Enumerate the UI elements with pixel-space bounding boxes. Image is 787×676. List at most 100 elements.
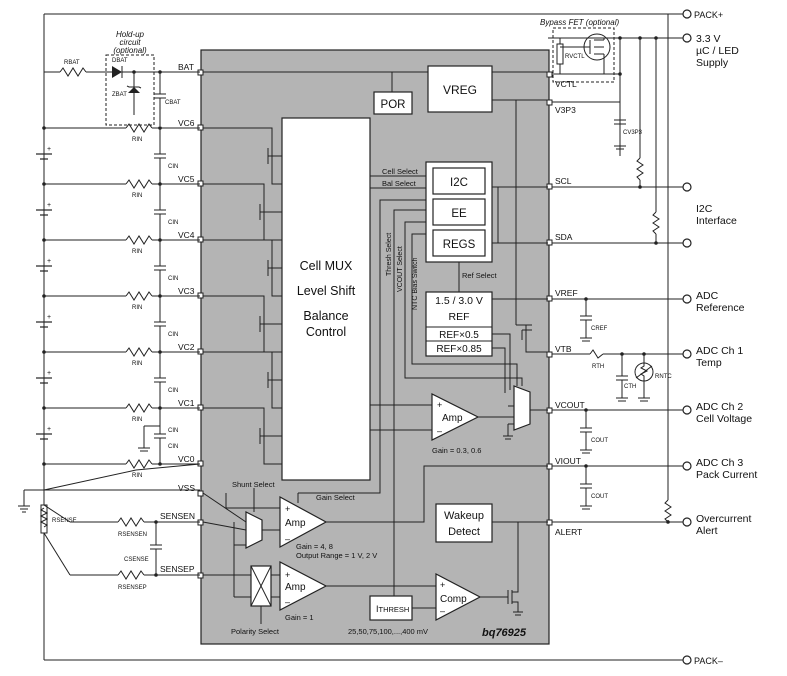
balance-wire: [271, 164, 282, 185]
pin-v3p3: V3P3: [555, 105, 576, 115]
cell-plus: +: [47, 370, 51, 377]
tap-node: [42, 294, 46, 298]
sense-network: [43, 463, 201, 580]
part-number: bq76925: [482, 627, 527, 639]
pin-vc0: VC0: [178, 454, 195, 464]
vcout-select-label: VCOUT Select: [397, 246, 404, 292]
hold-up-title-1: Hold-up: [116, 30, 145, 39]
bypass-fet: [548, 27, 668, 83]
i2c-block: [432, 167, 486, 195]
adc-ch2-line-2: Cell Voltage: [696, 413, 752, 425]
current-amp-minus: –: [285, 534, 290, 544]
comp-plus: +: [440, 580, 445, 590]
ithresh-values: 25,50,75,100,...,400 mV: [348, 627, 428, 636]
pin-vref: VREF: [555, 288, 578, 298]
balance-wire: [203, 239, 273, 260]
pin-alert: ALERT: [555, 527, 582, 537]
cell-voltage-amp: [370, 385, 548, 441]
ithresh-i: I: [376, 604, 379, 614]
rin-resistor: [125, 235, 153, 245]
hold-up-title-3: (optional): [113, 46, 147, 55]
ref-scaled: REF×0.85: [436, 344, 482, 355]
balance-wire: [203, 295, 265, 316]
cth-label: CTH: [624, 384, 636, 390]
sense-amp: [203, 522, 436, 624]
left-pins: [197, 69, 204, 579]
comparator: [393, 521, 548, 621]
adc-ref-line-1: ADC: [696, 290, 719, 302]
adc-ch3-line-1: ADC Ch 3: [696, 457, 743, 469]
cref-label: CREF: [591, 326, 608, 332]
balance-wire: [203, 407, 265, 428]
tap-node: [42, 350, 46, 354]
amp-plus: +: [437, 400, 442, 410]
bypass-title: Bypass FET (optional): [540, 18, 619, 27]
pin-sda: SDA: [555, 232, 573, 242]
adc-ref-line-2: Reference: [696, 302, 745, 314]
cin-label: CIN: [168, 388, 178, 394]
rin-resistor: [125, 347, 153, 357]
sense-amp-plus: +: [285, 570, 290, 580]
current-amp-plus: +: [285, 504, 290, 514]
rin-label: RIN: [132, 473, 142, 479]
ref-select-label: Ref Select: [462, 271, 498, 280]
polarity-label: Polarity Select: [231, 627, 280, 636]
pin-vc2: VC2: [178, 342, 195, 352]
pin-sensep: SENSEP: [160, 564, 195, 574]
pin-bat: BAT: [178, 62, 194, 72]
ntc-bias-label: NTC Bias Switch: [412, 257, 419, 310]
pin-vc3: VC3: [178, 286, 195, 296]
rin-resistor: [125, 123, 153, 133]
current-amp: [202, 465, 548, 549]
tap-node: [42, 126, 46, 130]
dbat-label: DBAT: [112, 58, 128, 64]
pin-vctl: VCTL: [555, 79, 577, 89]
current-gain-1: Gain = 4, 8: [296, 542, 333, 551]
ref-voltage: 1.5 / 3.0 V: [435, 295, 483, 307]
cell-stack: ++++++: [36, 72, 52, 660]
rin-label: RIN: [132, 193, 142, 199]
current-gain-2: Output Range = 1 V, 2 V: [296, 551, 377, 560]
balance-wire: [203, 351, 273, 372]
cell-mux-block: [281, 117, 371, 481]
cout-label-1: COUT: [591, 438, 608, 444]
balance-fets: [203, 127, 282, 465]
control-buses: [298, 175, 548, 584]
i2c-line-2: Interface: [696, 215, 737, 227]
tap-node: [42, 462, 46, 466]
adc-ch3-line-2: Pack Current: [696, 469, 757, 481]
mux-line-4: Control: [306, 325, 346, 339]
gain-select-label: Gain Select: [316, 493, 356, 502]
por-label: POR: [381, 99, 406, 111]
comp-minus: –: [440, 606, 445, 616]
sense-amp-minus: –: [285, 597, 290, 607]
rin-label: RIN: [132, 361, 142, 367]
pin-vc6: VC6: [178, 118, 195, 128]
cell-select-label: Cell Select: [382, 167, 419, 176]
cell-plus: +: [47, 146, 51, 153]
right-network: [552, 33, 692, 527]
comp-label: Comp: [440, 594, 467, 605]
amp-label: Amp: [442, 413, 463, 424]
ref-label: REF: [449, 311, 470, 323]
cin-label: CIN: [168, 276, 178, 282]
pin-vc5: VC5: [178, 174, 195, 184]
overcurrent-line-2: Alert: [696, 525, 718, 537]
cin-label: CIN: [168, 332, 178, 338]
wakeup-line-2: Detect: [448, 526, 480, 538]
cv3p3-label: CV3P3: [623, 130, 643, 136]
bal-select-label: Bal Select: [382, 179, 417, 188]
balance-wire: [203, 127, 273, 148]
ithresh-label: ITHRESH: [376, 604, 409, 614]
supply-blocks: [203, 71, 548, 325]
cell-plus: +: [47, 426, 51, 433]
rin-label: RIN: [132, 137, 142, 143]
rsensep-label: RSENSEP: [118, 585, 147, 591]
thresh-select-label: Thresh Select: [386, 233, 393, 276]
overcurrent-line-1: Overcurrent: [696, 513, 752, 525]
ref-half: REF×0.5: [439, 330, 479, 341]
pin-vtb: VTB: [555, 344, 572, 354]
adc-ch1-line-2: Temp: [696, 357, 722, 369]
pin-vc1: VC1: [178, 398, 195, 408]
rntc-label: RNTC: [655, 374, 672, 380]
